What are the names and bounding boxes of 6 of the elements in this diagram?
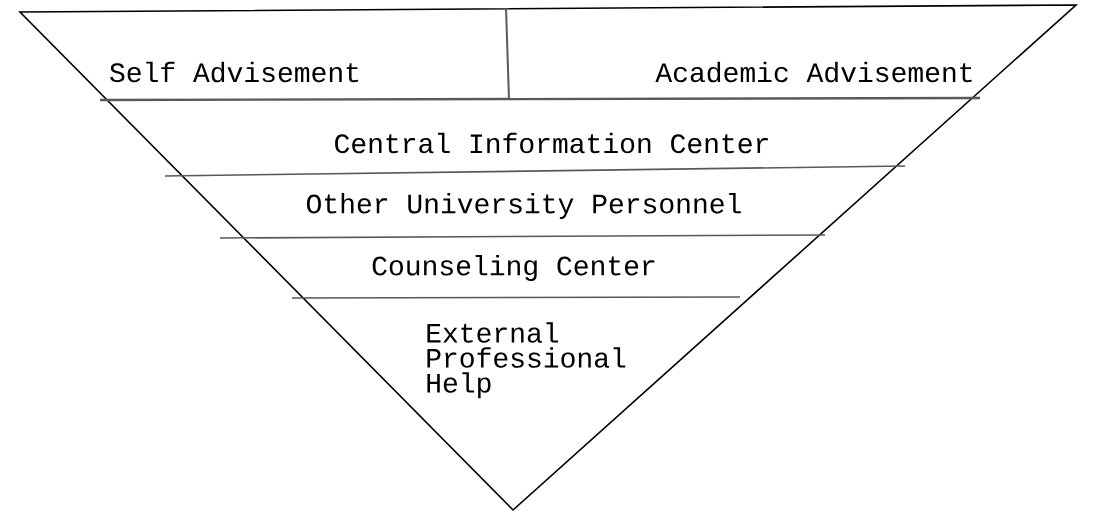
band-label: Self Advisement [110, 61, 359, 83]
band-label: Academic Advisement [655, 61, 972, 83]
band-label: Other University Personnel [306, 192, 741, 220]
band-label: External Professional Help [427, 322, 626, 399]
band-label: Central Information Center [335, 132, 768, 154]
band-label: Counseling Center [372, 254, 655, 282]
